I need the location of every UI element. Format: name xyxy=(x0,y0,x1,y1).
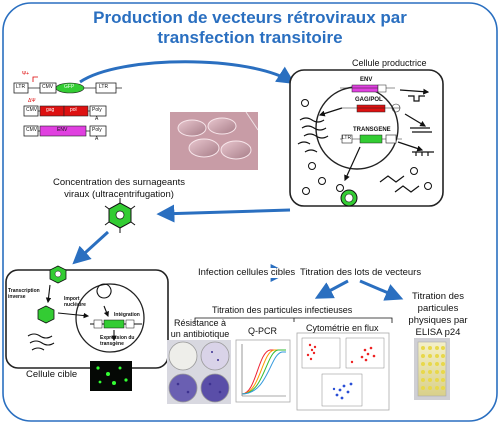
plasmid-psi-label: Ψ+ xyxy=(22,71,30,77)
cytometry-label: Cytométrie en flux xyxy=(306,323,379,333)
concentration-line-2: viraux (ultracentrifugation) xyxy=(64,189,174,200)
plasmid3-polya: Poly xyxy=(92,127,102,133)
titration-infectious-label: Titration des particules infectieuses xyxy=(212,305,353,315)
gagpol-left-arrow xyxy=(318,107,343,117)
infection-label: Infection cellules cibles xyxy=(196,267,298,279)
producer-vesicles xyxy=(301,99,432,195)
target-integration-label: Intégration xyxy=(114,312,140,318)
fluorescence-image xyxy=(90,361,132,391)
plasmid3-a: A xyxy=(95,136,99,142)
plasmid2-pol: pol xyxy=(70,107,77,113)
plasmid-env xyxy=(23,125,107,137)
plasmid-delta-psi-label: ΔΨ xyxy=(28,98,36,104)
capsid-arrow xyxy=(45,284,52,304)
titration-lots-label: Titration des lots de vecteurs xyxy=(300,267,422,278)
antibiotic-plates xyxy=(167,340,231,404)
arrow-to-physical xyxy=(359,279,404,301)
infectious-bracket xyxy=(194,317,393,323)
qpcr-label: Q-PCR xyxy=(248,326,277,336)
target-ltr-left xyxy=(93,319,103,329)
qpcr-plot xyxy=(235,339,291,403)
target-incoming-virus xyxy=(49,265,67,284)
title-line-2: transfection transitoire xyxy=(157,28,343,47)
flow-cytometry-plots xyxy=(296,332,390,411)
target-nucleus xyxy=(75,283,145,353)
producer-env-gene xyxy=(340,84,395,93)
env-out-arrow xyxy=(399,88,430,95)
target-integrated-transgene xyxy=(103,319,125,329)
producer-gagpol-label: GAG/POL xyxy=(355,97,383,103)
transgene-out-arrow xyxy=(344,146,361,182)
concentration-line-1: Concentration des surnageants xyxy=(52,177,186,188)
physical-line-2: particules xyxy=(417,303,459,314)
transgene-right-arrow xyxy=(397,141,424,152)
producer-transgene xyxy=(340,134,402,144)
plasmid-transfer xyxy=(13,76,122,94)
gagpol-out-arrow xyxy=(404,113,427,127)
physical-line-4: ELISA p24 xyxy=(415,327,461,338)
producer-cell-label: Cellule productrice xyxy=(352,58,427,68)
plasmid2-a: A xyxy=(95,116,99,122)
resistance-line-2: un antibiotique xyxy=(170,329,230,339)
physical-line-1: Titration des xyxy=(412,291,464,302)
plasmid-gagpol xyxy=(23,105,107,117)
target-capsid xyxy=(37,305,55,324)
target-transcription-label: Transcription inverse xyxy=(8,288,40,300)
producer-transgene-label: TRANSGENE xyxy=(353,127,391,133)
elisa-plate xyxy=(414,338,450,400)
cell-culture-photo xyxy=(170,111,259,170)
integration-arrow xyxy=(103,305,109,318)
arrow-virus-to-target xyxy=(72,230,110,265)
import-arrow xyxy=(57,312,90,319)
target-expression-label: Expression du transgène xyxy=(100,335,135,347)
target-import-label: Import nucléaire xyxy=(64,296,86,308)
producer-gagpol-gene xyxy=(342,103,401,113)
target-ltr-right xyxy=(125,319,135,329)
title-line-1: Production de vecteurs rétroviraux par xyxy=(93,8,407,27)
resistance-line-1: Résistance à xyxy=(173,318,227,328)
arrow-producer-to-virus xyxy=(156,204,291,223)
target-cell xyxy=(5,269,169,369)
plasmid1-ltr-left: LTR xyxy=(16,84,26,90)
concentrated-virus xyxy=(104,198,136,233)
producer-env-label: ENV xyxy=(360,77,373,83)
plasmid2-polya: Poly xyxy=(92,107,102,113)
outer-frame xyxy=(2,2,498,422)
plasmid3-env: ENV xyxy=(57,127,68,133)
target-cell-label: Cellule cible xyxy=(26,369,78,380)
plasmid1-ltr-right: LTR xyxy=(99,84,109,90)
plasmid2-cmv: CMV xyxy=(26,107,38,113)
producer-ltr-label: LTR xyxy=(342,135,352,141)
physical-line-3: physiques par xyxy=(408,315,468,326)
plasmid2-gag: gag xyxy=(46,107,55,113)
plasmid1-gfp: GFP xyxy=(64,84,75,90)
arrow-to-producer xyxy=(79,60,296,84)
producer-proteins xyxy=(297,95,434,193)
arrow-to-infectious xyxy=(314,279,349,299)
budding-virus xyxy=(340,189,358,207)
plasmid3-cmv: CMV xyxy=(26,127,38,133)
plasmid1-cmv: CMV xyxy=(42,84,54,90)
